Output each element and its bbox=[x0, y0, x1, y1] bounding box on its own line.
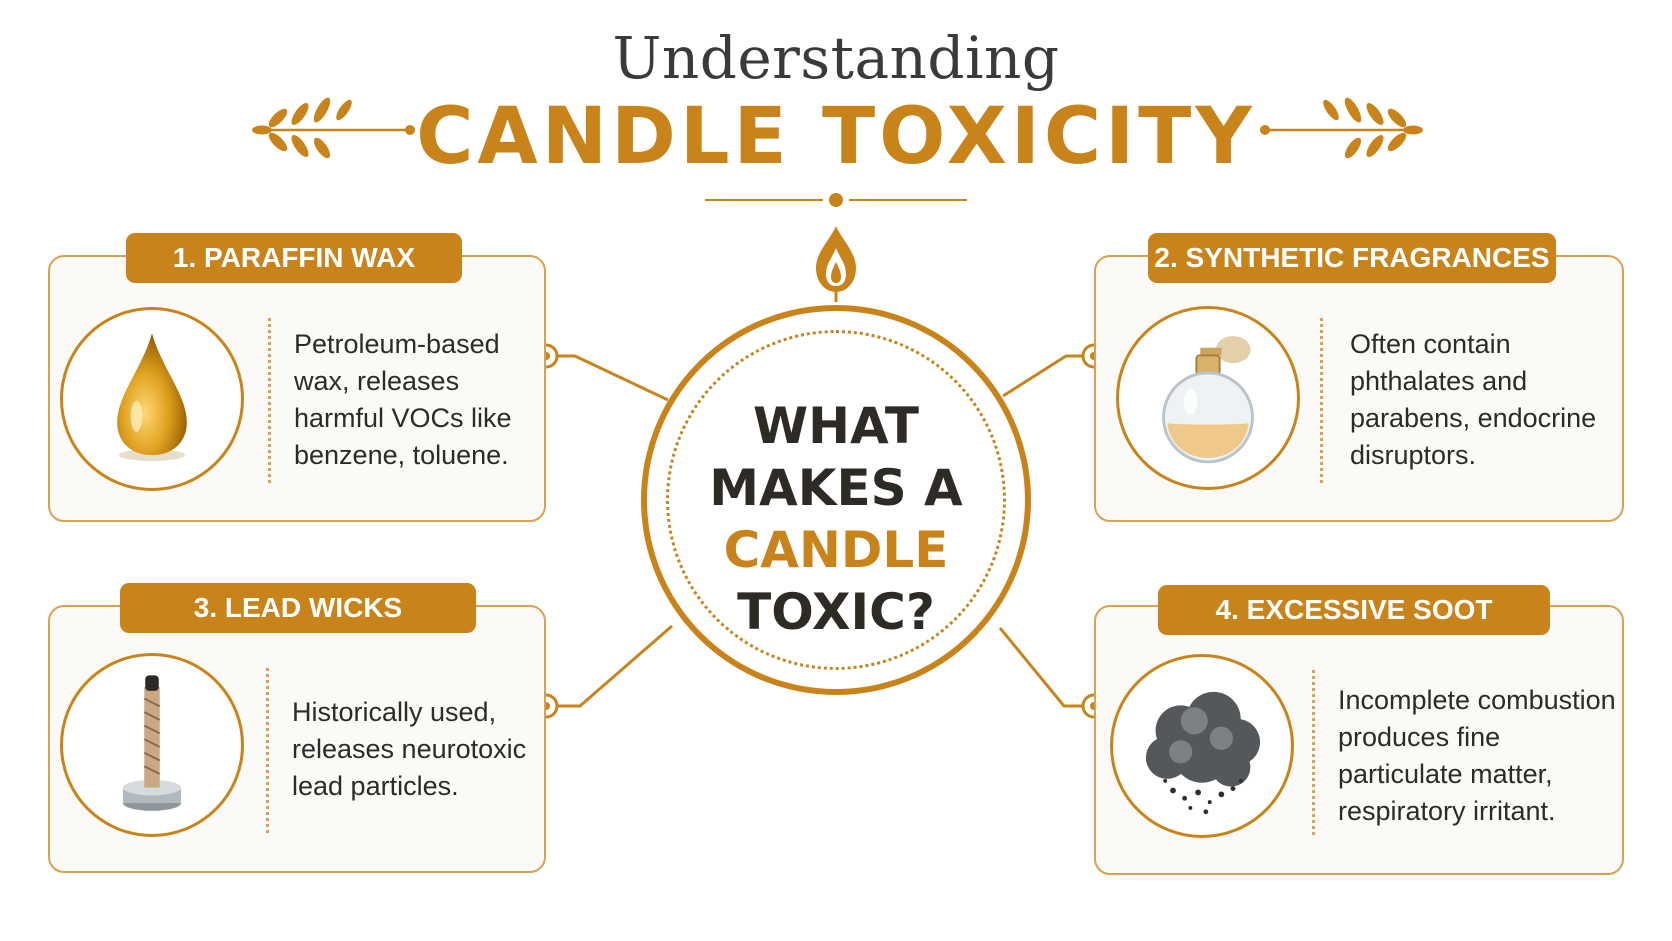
card-description-paraffin-wax: Petroleum-based wax, releases harmful VO… bbox=[294, 326, 512, 474]
card-separator bbox=[1320, 318, 1323, 483]
card-separator bbox=[266, 668, 269, 833]
header-subtitle: Understanding bbox=[612, 24, 1060, 92]
card-description-excessive-soot: Incomplete combustion produces fine part… bbox=[1338, 682, 1616, 830]
header-divider bbox=[705, 193, 967, 207]
description-line: produces fine bbox=[1338, 722, 1501, 752]
card-separator bbox=[1312, 670, 1315, 835]
smoke-cloud-icon bbox=[1110, 654, 1294, 838]
card-label-synthetic-fragrances: 2. SYNTHETIC FRAGRANCES bbox=[1148, 233, 1556, 283]
card-description-synthetic-fragrances: Often contain phthalates and parabens, e… bbox=[1350, 326, 1596, 474]
description-line: Historically used, bbox=[292, 697, 497, 727]
card-label-lead-wicks: 3. LEAD WICKS bbox=[120, 583, 476, 633]
description-line: particulate matter, bbox=[1338, 759, 1553, 789]
description-line: Incomplete combustion bbox=[1338, 685, 1616, 715]
card-separator bbox=[268, 318, 271, 483]
description-line: disruptors. bbox=[1350, 440, 1477, 470]
center-line-3: CANDLE bbox=[723, 521, 949, 579]
wick-icon bbox=[60, 653, 244, 837]
perfume-bottle-icon bbox=[1116, 306, 1300, 490]
header-title: CANDLE TOXICITY bbox=[416, 92, 1256, 182]
description-line: parabens, endocrine bbox=[1350, 403, 1597, 433]
center-question: WHAT MAKES A CANDLE TOXIC? bbox=[641, 395, 1031, 643]
description-line: lead particles. bbox=[292, 771, 459, 801]
center-inner-ring bbox=[666, 330, 1006, 670]
description-line: wax, releases bbox=[294, 366, 460, 396]
card-label-paraffin-wax: 1. PARAFFIN WAX bbox=[126, 233, 462, 283]
laurel-right-icon bbox=[1260, 97, 1423, 159]
description-line: respiratory irritant. bbox=[1338, 796, 1556, 826]
description-line: Petroleum-based bbox=[294, 329, 500, 359]
center-line-1: WHAT bbox=[753, 397, 919, 455]
description-line: benzene, toluene. bbox=[294, 440, 509, 470]
description-line: releases neurotoxic bbox=[292, 734, 527, 764]
center-line-2: MAKES A bbox=[709, 459, 963, 517]
card-description-lead-wicks: Historically used, releases neurotoxic l… bbox=[292, 694, 526, 805]
card-label-excessive-soot: 4. EXCESSIVE SOOT bbox=[1158, 585, 1550, 635]
laurel-left-icon bbox=[252, 97, 415, 159]
description-line: phthalates and bbox=[1350, 366, 1528, 396]
description-line: harmful VOCs like bbox=[294, 403, 512, 433]
oil-drop-icon bbox=[60, 307, 244, 491]
description-line: Often contain bbox=[1350, 329, 1511, 359]
center-line-4: TOXIC? bbox=[737, 583, 935, 641]
flame-icon bbox=[816, 226, 856, 302]
